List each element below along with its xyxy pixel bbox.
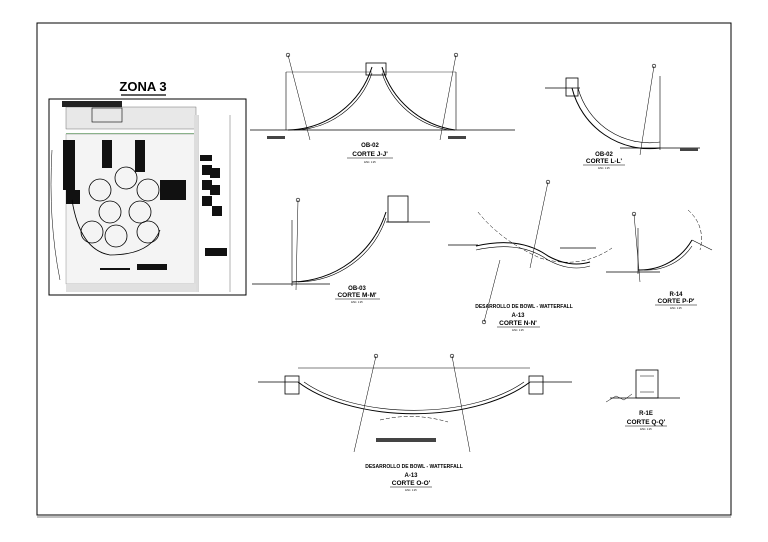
section-o-code: A-13: [404, 473, 418, 479]
section-n-code: A-13: [511, 313, 525, 319]
section-n-title: CORTE N-N': [499, 320, 537, 327]
section-p-code: R-14: [669, 292, 683, 298]
section-j-title: CORTE J-J': [352, 151, 388, 158]
section-n-scale: ESC. 1:25: [512, 329, 524, 332]
section-o-title: CORTE O-O': [392, 480, 431, 487]
section-p: R-14 CORTE P-P' ESC. 1:25: [606, 209, 713, 310]
sheet-border: [36, 22, 732, 516]
section-m-title: CORTE M-M': [337, 292, 377, 299]
section-o-scale: ESC. 1:25: [405, 489, 417, 492]
section-m-scale: ESC. 1:25: [351, 301, 363, 304]
section-q-title: CORTE Q-Q': [627, 419, 666, 426]
section-l: OB-02 CORTE L-L' ESC. 1:25: [545, 63, 700, 170]
section-q: R-1E CORTE Q-Q' ESC. 1:25: [605, 369, 680, 431]
section-l-scale: ESC. 1:25: [598, 167, 610, 170]
section-q-scale: ESC. 1:25: [640, 428, 652, 431]
section-p-title: CORTE P-P': [658, 298, 695, 305]
section-n-caption: DESARROLLO DE BOWL - WATTERFALL: [475, 304, 573, 310]
zone-title: ZONA 3: [119, 79, 166, 94]
section-n: DESARROLLO DE BOWL - WATTERFALL A-13 COR…: [448, 179, 613, 332]
section-j: OB-02 CORTE J-J' ESC. 1:25: [250, 52, 515, 164]
section-j-scale: ESC. 1:25: [364, 161, 376, 164]
section-q-code: R-1E: [639, 411, 653, 417]
section-o: DESARROLLO DE BOWL - WATTERFALL A-13 COR…: [258, 353, 572, 492]
section-j-code: OB-02: [361, 143, 379, 149]
section-m-code: OB-03: [348, 286, 366, 292]
section-l-code: OB-02: [595, 152, 613, 158]
zone-plan: ZONA 3: [48, 79, 247, 296]
section-o-caption: DESARROLLO DE BOWL - WATTERFALL: [365, 464, 463, 470]
section-m: OB-03 CORTE M-M' ESC. 1:25: [252, 195, 430, 304]
section-l-title: CORTE L-L': [586, 158, 623, 165]
section-p-scale: ESC. 1:25: [670, 307, 682, 310]
